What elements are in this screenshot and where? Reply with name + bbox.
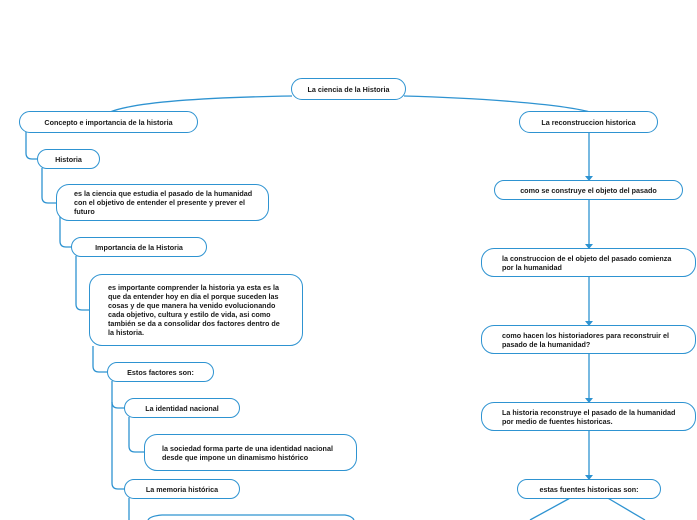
factores-topic[interactable]: Estos factores son: (107, 362, 214, 382)
identidad-definition-text: la sociedad forma parte de una identidad… (162, 443, 333, 462)
root-topic[interactable]: La ciencia de la Historia (291, 78, 406, 100)
connector-memoria-next (147, 514, 355, 520)
importancia-topic[interactable]: Importancia de la Historia (71, 237, 207, 257)
answer-objeto-topic[interactable]: la construccion de el objeto del pasado … (481, 248, 696, 277)
importancia-topic-label: Importancia de la Historia (95, 242, 183, 252)
connector-concepto-historia (25, 131, 38, 160)
fuentes-topic[interactable]: estas fuentes historicas son: (517, 479, 661, 499)
question-historiadores-text: como hacen los historiadores para recons… (502, 330, 669, 349)
connector-importancia-def (75, 256, 89, 311)
historia-topic[interactable]: Historia (37, 149, 100, 169)
arrowhead-q2 (585, 321, 593, 326)
memoria-topic-label: La memoria histórica (145, 484, 219, 494)
memoria-topic[interactable]: La memoria histórica (124, 479, 240, 499)
connector-fuentes-right (605, 496, 646, 520)
answer-reconstruye-topic[interactable]: La historia reconstruye el pasado de la … (481, 402, 696, 431)
connector-fuentes-left (529, 496, 573, 520)
arrowhead-a1 (585, 244, 593, 249)
identidad-topic-label: La identidad nacional (145, 403, 219, 413)
identidad-topic[interactable]: La identidad nacional (124, 398, 240, 418)
importancia-definition-text: es importante comprender la historia ya … (108, 283, 280, 337)
historia-definition-text: es la ciencia que estudia el pasado de l… (74, 189, 253, 216)
concepto-topic-label: Concepto e importancia de la historia (44, 117, 173, 127)
question-historiadores-topic[interactable]: como hacen los historiadores para recons… (481, 325, 696, 354)
importancia-definition-topic[interactable]: es importante comprender la historia ya … (89, 274, 303, 346)
connector-historia-def (41, 168, 56, 204)
connector-root-left (109, 95, 293, 113)
concepto-topic[interactable]: Concepto e importancia de la historia (19, 111, 198, 133)
reconstruccion-topic[interactable]: La reconstruccion historica (519, 111, 658, 133)
root-topic-label: La ciencia de la Historia (307, 84, 390, 94)
connector-def-importancia (59, 212, 72, 248)
question-objeto-label: como se construye el objeto del pasado (520, 185, 657, 195)
answer-reconstruye-text: La historia reconstruye el pasado de la … (502, 407, 676, 426)
connector-factores-memoria (111, 402, 125, 490)
factores-topic-label: Estos factores son: (127, 367, 194, 377)
answer-objeto-text: la construccion de el objeto del pasado … (502, 253, 672, 272)
arrowhead-q1 (585, 176, 593, 181)
connector-factores-identidad (111, 381, 125, 409)
reconstruccion-topic-label: La reconstruccion historica (541, 117, 636, 127)
question-objeto-topic[interactable]: como se construye el objeto del pasado (494, 180, 683, 200)
historia-definition-topic[interactable]: es la ciencia que estudia el pasado de l… (56, 184, 269, 221)
fuentes-topic-label: estas fuentes historicas son: (539, 484, 639, 494)
connector-def-factores (92, 346, 107, 373)
connector-root-right (403, 95, 591, 113)
historia-topic-label: Historia (55, 154, 82, 164)
connector-identidad-def (128, 417, 145, 453)
arrowhead-fuentes (585, 475, 593, 480)
identidad-definition-topic[interactable]: la sociedad forma parte de una identidad… (144, 434, 357, 471)
arrowhead-a2 (585, 398, 593, 403)
